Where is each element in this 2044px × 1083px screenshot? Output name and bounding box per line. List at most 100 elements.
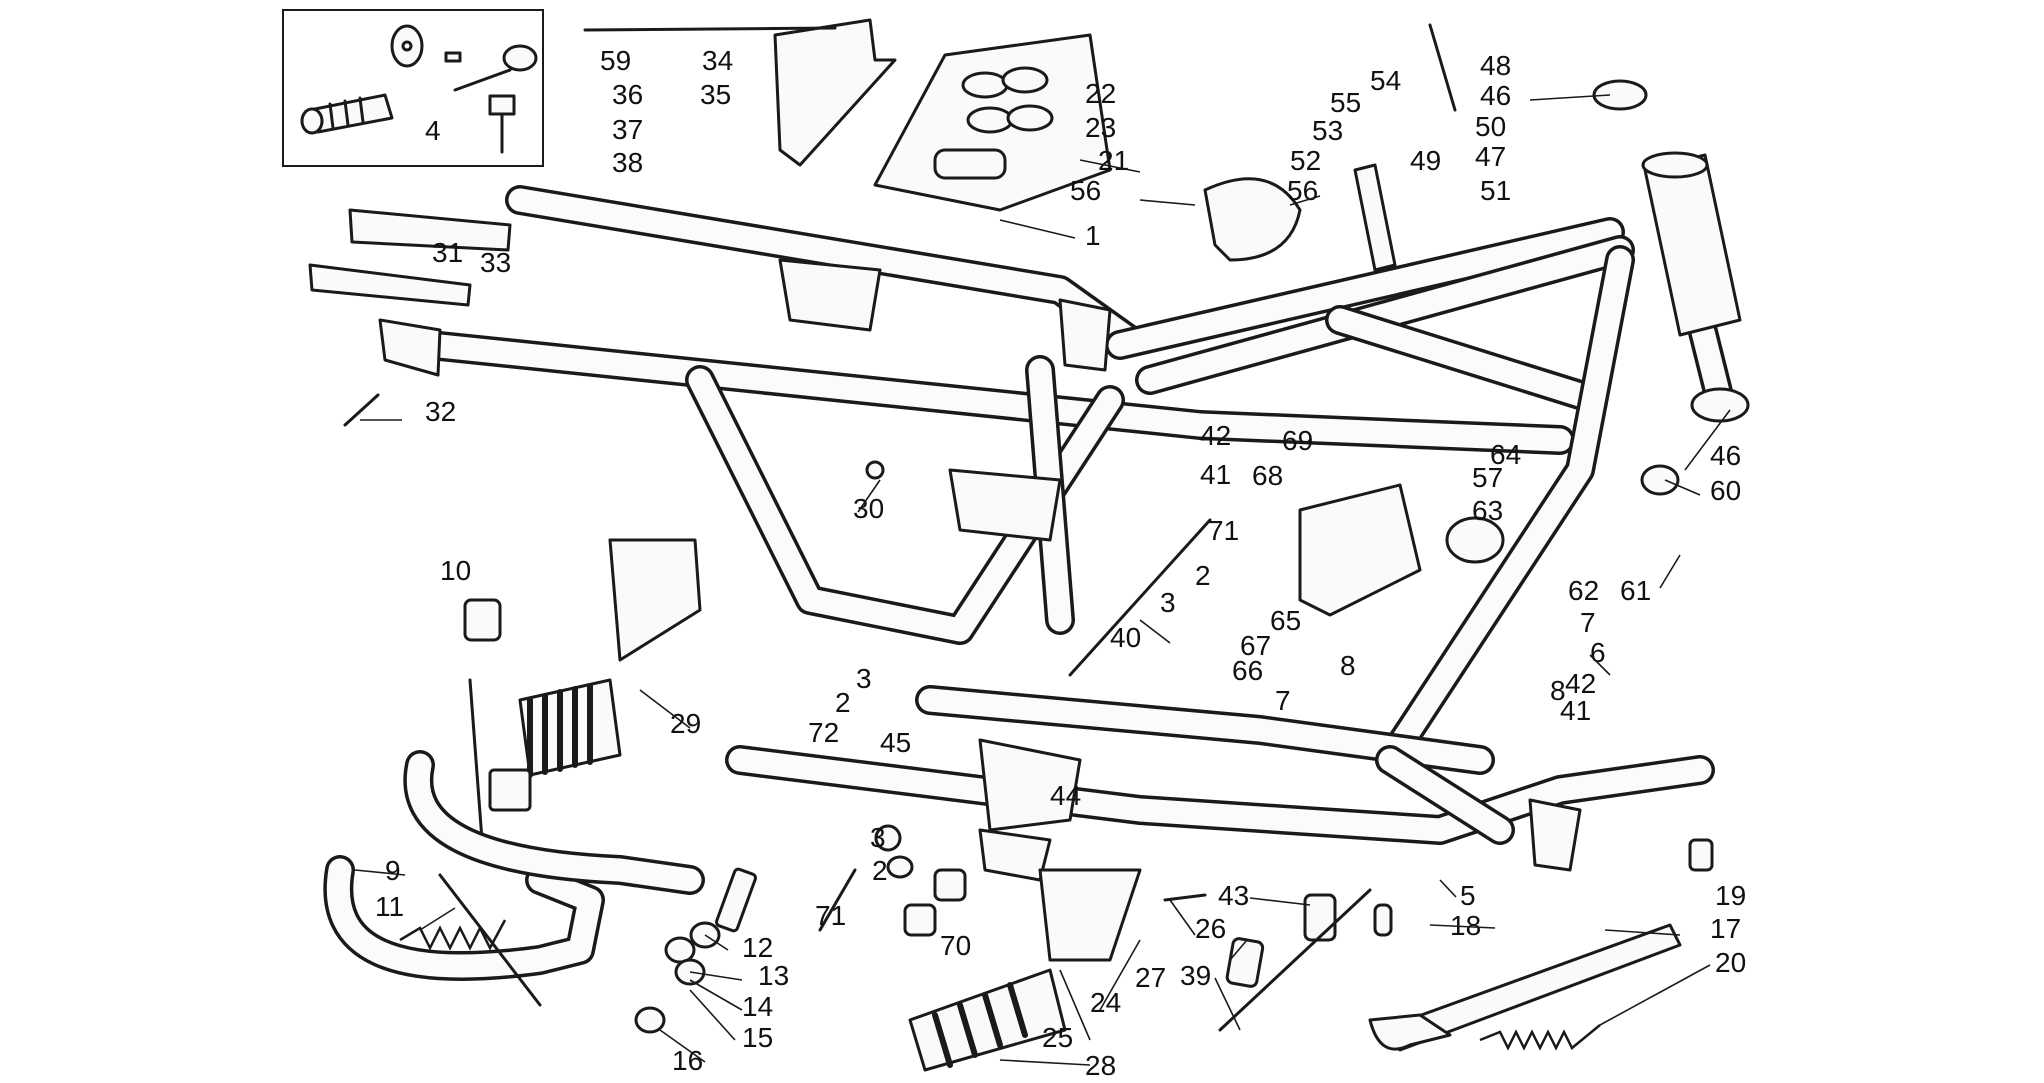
callout-c38: 38 [612,147,643,178]
callout-c45: 45 [880,727,911,758]
rubber-56 [1203,177,1302,262]
nut-60 [1640,464,1680,496]
callout-c72: 72 [808,717,839,748]
leader-line-3 [1289,195,1321,206]
callout-c22: 22 [1085,78,1116,109]
leader-line-7 [1659,554,1681,589]
callout-c48: 48 [1480,50,1511,81]
callout-c3a: 3 [1160,587,1176,618]
callout-c49: 49 [1410,145,1441,176]
leader-line-9 [1604,929,1681,936]
main-frame [308,151,1742,882]
callout-c69: 69 [1282,425,1313,456]
leader-line-12 [1439,879,1457,898]
long-bolt-40 [1068,518,1212,677]
callout-c60: 60 [1710,475,1741,506]
callout-c44: 44 [1050,780,1081,811]
callout-c9: 9 [385,855,401,886]
callout-c2c: 2 [872,855,888,886]
callout-c56b: 56 [1070,175,1101,206]
callout-c36: 36 [612,79,643,110]
callout-c33: 33 [480,247,511,278]
cap-46-top [1592,79,1648,111]
callout-c53: 53 [1312,115,1343,146]
callout-c47: 47 [1475,141,1506,172]
callout-c2b: 2 [835,687,851,718]
leader-line-2 [1139,199,1196,206]
callout-c68: 68 [1252,460,1283,491]
callout-labels: 1222333456778891011121314151617181920212… [375,45,1746,1081]
leader-line-17 [1229,939,1248,961]
callout-c70: 70 [940,930,971,961]
callout-c10: 10 [440,555,471,586]
leader-line-15 [1059,969,1091,1041]
callout-c23: 23 [1085,112,1116,143]
bushes-and-nuts [634,824,967,1034]
callout-c1: 1 [1085,220,1101,251]
callout-c26: 26 [1195,913,1226,944]
leader-line-18 [1169,899,1196,936]
callout-c32: 32 [425,396,456,427]
callout-c62: 62 [1568,575,1599,606]
callout-c65: 65 [1270,605,1301,636]
callout-c17: 17 [1710,913,1741,944]
callout-c4: 4 [425,115,441,146]
cap-46-right [1690,387,1750,423]
bracket-44 [978,738,1082,832]
leader-line-19 [1214,977,1241,1031]
callout-c35: 35 [700,79,731,110]
callout-c43: 43 [1218,880,1249,911]
leader-line-16 [999,1059,1091,1066]
callout-c46b: 46 [1710,440,1741,471]
leader-line-11 [1599,964,1711,1026]
callout-c61: 61 [1620,575,1651,606]
leader-line-13 [1139,619,1171,644]
callout-c8b: 8 [1550,675,1566,706]
leader-line-6 [1664,479,1701,496]
leader-lines [354,94,1731,1066]
callout-c66: 66 [1232,655,1263,686]
leader-line-1 [1079,159,1141,173]
callout-c5: 5 [1460,880,1476,911]
callout-c40: 40 [1110,622,1141,653]
callout-c34: 34 [702,45,733,76]
leader-line-20 [1249,897,1311,906]
leader-line-10 [1429,924,1496,929]
leader-line-4 [1529,94,1611,101]
callout-c14: 14 [742,991,773,1022]
bolt-48 [1428,23,1457,112]
callout-c42b: 42 [1565,668,1596,699]
callout-c28: 28 [1085,1050,1116,1078]
callout-c27: 27 [1135,962,1166,993]
callout-c21: 21 [1098,145,1129,176]
callout-c3b: 3 [856,663,872,694]
callout-c29: 29 [670,708,701,739]
callout-c42a: 42 [1200,420,1231,451]
callout-c2a: 2 [1195,560,1211,591]
callout-c19: 19 [1715,880,1746,911]
callout-c30: 30 [853,493,884,524]
callout-c8a: 8 [1340,650,1356,681]
callout-c15: 15 [742,1022,773,1053]
plate-52 [1353,163,1397,272]
callout-c64: 64 [1490,439,1521,470]
callout-c37: 37 [612,114,643,145]
callout-c41a: 41 [1200,459,1231,490]
plate-69 [1298,483,1422,617]
callout-c57: 57 [1472,462,1503,493]
leader-line-5 [1684,409,1731,471]
callout-c20: 20 [1715,947,1746,978]
callout-c52: 52 [1290,145,1321,176]
leader-line-0 [999,219,1076,239]
callout-c7b: 7 [1275,685,1291,716]
callout-c63: 63 [1472,495,1503,526]
callout-c3c: 3 [870,822,886,853]
leader-line-21 [639,689,691,729]
leader-line-28 [689,979,743,1011]
callout-c41b: 41 [1560,695,1591,726]
callout-c7a: 7 [1580,607,1596,638]
callout-c31: 31 [432,237,463,268]
callout-c13: 13 [758,960,789,991]
battery-tray [873,33,1112,212]
